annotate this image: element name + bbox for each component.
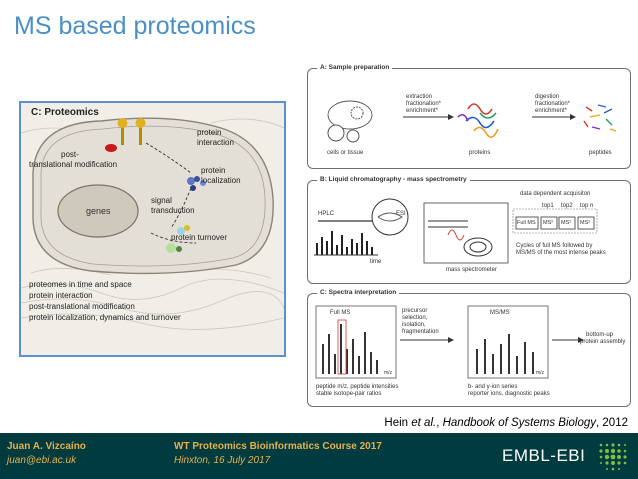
- cycles-label-1: Cycles of full MS followed by: [516, 243, 592, 250]
- course-title: WT Proteomics Bioinformatics Course 2017: [174, 441, 382, 452]
- hplc-label: HPLC: [318, 211, 334, 218]
- bottom-up-label-2: protein assembly: [580, 339, 625, 346]
- panel-spectra-interpretation: C: Spectra interpretation Fu: [307, 293, 631, 407]
- top2-label: top2: [561, 203, 573, 210]
- fractionation-label: fractionation*: [535, 101, 570, 108]
- precursor-label-2: selection,: [402, 315, 427, 322]
- bullet-item: protein interaction: [29, 291, 93, 300]
- embl-ebi-logo-icon: [597, 441, 629, 471]
- protein-interaction-label-1: protein: [197, 128, 221, 137]
- bullet-item: proteomes in time and space: [29, 280, 132, 289]
- proteins-label: proteins: [469, 150, 490, 157]
- ptm-label-1: post-: [61, 150, 79, 159]
- peptides-label: peptides: [589, 150, 612, 157]
- proteomics-illustration: C: Proteomics genes: [21, 103, 284, 355]
- panel-sample-preparation: A: Sample preparation: [307, 68, 631, 169]
- embl-ebi-logo-text: EMBL-EBI: [502, 446, 585, 466]
- mass-spectrometer-label: mass spectrometer: [446, 267, 497, 274]
- protein-localization-label-1: protein: [201, 166, 225, 175]
- citation: Hein et al., Handbook of Systems Biology…: [384, 417, 628, 429]
- citation-book: Handbook of Systems Biology: [443, 417, 596, 429]
- extraction-label: extraction: [406, 94, 432, 101]
- ion-series-label-2: reporter ions, diagnostic peaks: [468, 391, 550, 398]
- fractionation-label: fractionation*: [406, 101, 441, 108]
- citation-etal: et al.: [411, 417, 436, 429]
- dda-label: data dependent acquisiton: [520, 191, 590, 198]
- panel-lc-ms: B: Liquid chromatography - mass spectrom…: [307, 180, 631, 284]
- presenter-email: juan@ebi.ac.uk: [7, 455, 76, 466]
- signal-label-1: signal: [151, 196, 172, 205]
- citation-year: , 2012: [596, 417, 628, 429]
- ms2-box-label: MS²: [543, 220, 553, 227]
- topn-label: top n: [580, 203, 593, 210]
- peptide-info-label-1: peptide m/z, peptide intensities: [316, 384, 398, 391]
- signal-label-2: transduction: [151, 206, 195, 215]
- msms-label: MS/MS: [490, 310, 510, 317]
- precursor-label-3: isolation,: [402, 322, 426, 329]
- proteomics-heading: C: Proteomics: [31, 107, 99, 118]
- esi-label: ESI: [396, 211, 406, 218]
- cycles-label-2: MS/MS of the most intense peaks: [516, 250, 606, 257]
- mz-label: m/z: [536, 370, 544, 377]
- turnover-label: protein turnover: [171, 233, 227, 242]
- enrichment-label: enrichment*: [535, 108, 567, 115]
- bullet-item: protein localization, dynamics and turno…: [29, 313, 181, 322]
- proteomics-figure: C: Proteomics genes: [19, 101, 286, 357]
- protein-interaction-label-2: interaction: [197, 138, 234, 147]
- bullet-item: post-translational modification: [29, 302, 135, 311]
- footer-bar: Juan A. Vizcaíno juan@ebi.ac.uk WT Prote…: [0, 433, 638, 479]
- full-ms-box-label: Full MS: [517, 220, 536, 227]
- bottom-up-label-1: bottom-up: [586, 332, 613, 339]
- mz-label: m/z: [384, 370, 392, 377]
- presenter-name: Juan A. Vizcaíno: [7, 441, 86, 452]
- citation-authors: Hein: [384, 417, 411, 429]
- ms2-box-label: MS²: [561, 220, 571, 227]
- precursor-label-1: precursor: [402, 308, 427, 315]
- workflow-figure: A: Sample preparation: [307, 62, 629, 412]
- top1-label: top1: [542, 203, 554, 210]
- cells-label: cells or tissue: [327, 150, 363, 157]
- time-label: time: [370, 259, 381, 266]
- course-date: Hinxton, 16 July 2017: [174, 455, 270, 466]
- protein-localization-label-2: localization: [201, 176, 241, 185]
- precursor-label-4: fragmentation: [402, 329, 439, 336]
- enrichment-label: enrichment*: [406, 108, 438, 115]
- peptide-info-label-2: stable isotope-pair ratios: [316, 391, 381, 398]
- digestion-label: digestion: [535, 94, 559, 101]
- ion-series-label-1: b- and y-ion series: [468, 384, 517, 391]
- ms2-box-label: MS²: [580, 220, 590, 227]
- ptm-label-2: translational modification: [29, 160, 117, 169]
- full-ms-label: Full MS: [330, 310, 350, 317]
- slide-title: MS based proteomics: [14, 12, 256, 41]
- genes-label: genes: [86, 206, 111, 216]
